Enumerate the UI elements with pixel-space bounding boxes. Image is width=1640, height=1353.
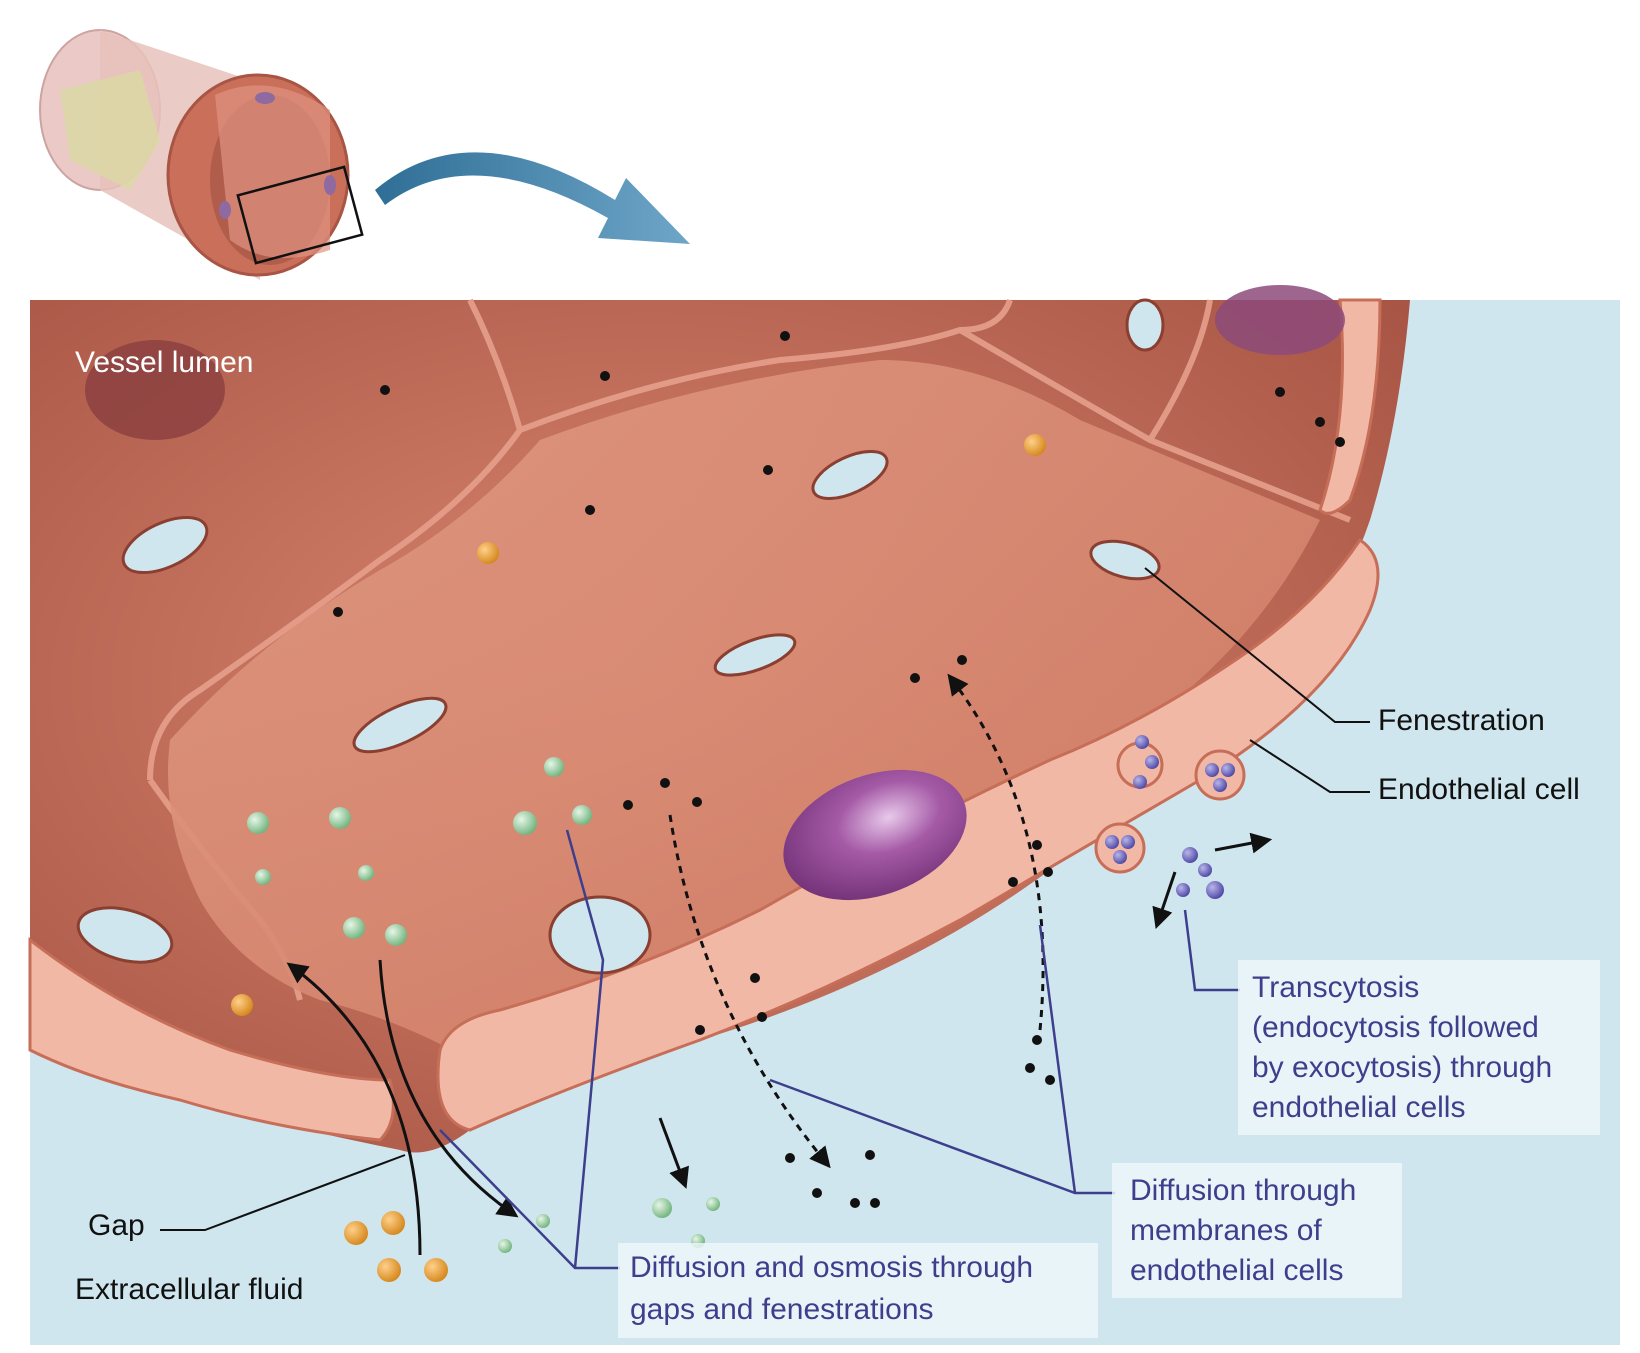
fenestration (548, 895, 652, 975)
fenestration (1089, 539, 1161, 581)
label-extracellular-fluid: Extracellular fluid (75, 1273, 304, 1306)
fenestration (1125, 298, 1165, 352)
nucleus-center (783, 769, 967, 901)
vesicle (1094, 822, 1146, 874)
label-osmosis-line-2: gaps and fenestrations (630, 1293, 934, 1326)
leader-osmosis-a (565, 829, 605, 1269)
label-membranes-line-3: endothelial cells (1130, 1254, 1344, 1287)
leader-fenestration (1144, 567, 1370, 723)
fenestration (811, 450, 889, 500)
gap-inward-arrow (286, 962, 422, 1256)
dashed-membrane-arrow-up (947, 673, 1045, 1031)
zoom-arrow (375, 152, 690, 244)
fenestration (76, 906, 174, 964)
label-transcytosis-line-3: by exocytosis) through (1252, 1051, 1553, 1084)
zoom-box (236, 165, 364, 265)
label-membranes-line-1: Diffusion through (1130, 1174, 1357, 1207)
large-molecules (231, 434, 1046, 1282)
small-molecules (333, 331, 1345, 1208)
membranes-label-box (1112, 1163, 1402, 1298)
osmosis-label-box (618, 1243, 1098, 1338)
endothelial-cell-surface (168, 360, 1320, 1060)
transcytosis-label-box (1238, 960, 1600, 1135)
nucleus-left (85, 340, 225, 440)
exocytosis-arrow-right (1214, 832, 1273, 854)
gap-outward-arrow (378, 959, 519, 1218)
label-gap: Gap (88, 1209, 145, 1242)
label-membranes-line-2: membranes of (1130, 1214, 1322, 1247)
label-osmosis-line-1: Diffusion and osmosis through (630, 1251, 1034, 1284)
label-transcytosis-line-1: Transcytosis (1252, 971, 1420, 1004)
process-arrows (286, 673, 1273, 1256)
nucleus-top-right (1215, 285, 1345, 355)
water-molecules (247, 757, 720, 1253)
fenestration (121, 515, 209, 575)
leader-lines-dark (160, 567, 1370, 1231)
leader-transcytosis (1183, 909, 1240, 992)
vesicle (1194, 749, 1246, 801)
leader-endothelial-cell (1249, 739, 1370, 793)
dashed-membrane-arrow-down (668, 814, 831, 1169)
label-fenestration: Fenestration (1378, 704, 1545, 737)
fenestration (713, 633, 797, 677)
leader-gap (160, 1154, 406, 1231)
label-transcytosis-line-4: endothelial cells (1252, 1091, 1466, 1124)
exocytosis-arrow-down (1152, 871, 1177, 929)
label-vessel-lumen: Vessel lumen (75, 346, 254, 379)
right-membrane-edge (1318, 298, 1382, 515)
fenestrations (76, 298, 1165, 975)
fenestration-down-arrow (658, 1117, 689, 1189)
leader-lines-blue (439, 829, 1240, 1270)
vesicles (1094, 735, 1246, 899)
fenestration (352, 696, 448, 754)
label-endothelial-cell: Endothelial cell (1378, 773, 1580, 806)
leader-osmosis-b (439, 1129, 620, 1270)
leader-membranes-b (1038, 924, 1077, 1194)
vessel-thumbnail (39, 29, 364, 280)
label-transcytosis-line-2: (endocytosis followed (1252, 1011, 1539, 1044)
left-membrane-edge (28, 936, 395, 1142)
